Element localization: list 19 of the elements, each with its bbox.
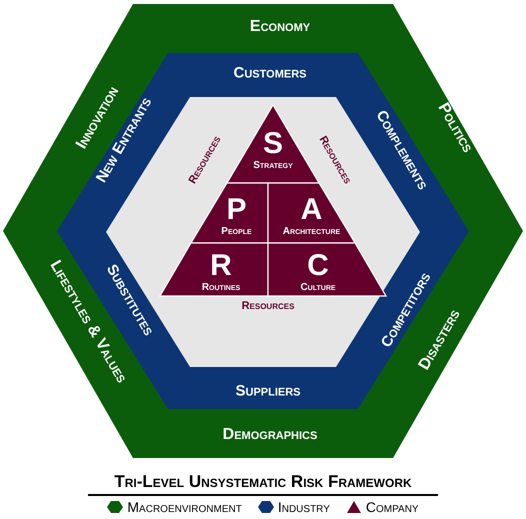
band-label: Economy <box>250 18 310 36</box>
legend-label: Industry <box>278 499 330 515</box>
section-letter: A <box>300 194 322 226</box>
section-label: Culture <box>300 282 336 294</box>
section-label: Routines <box>202 282 240 294</box>
legend-label: Macroenvironment <box>127 499 242 515</box>
band-label: Customers <box>234 64 306 82</box>
section-label: People <box>221 226 252 238</box>
title: Tri-Level Unsystematic Risk Framework <box>88 472 438 496</box>
section-letter: P <box>226 194 246 226</box>
section-label: Architecture <box>282 226 340 238</box>
band-label: Suppliers <box>236 382 300 400</box>
section-letter: C <box>307 250 329 282</box>
side-label: Resources <box>242 300 294 312</box>
legend-label: Company <box>366 499 419 515</box>
section-letter: S <box>262 128 283 160</box>
section-label: Strategy <box>253 160 293 172</box>
band-label: Demographics <box>222 426 318 444</box>
section-letter: R <box>210 250 232 282</box>
